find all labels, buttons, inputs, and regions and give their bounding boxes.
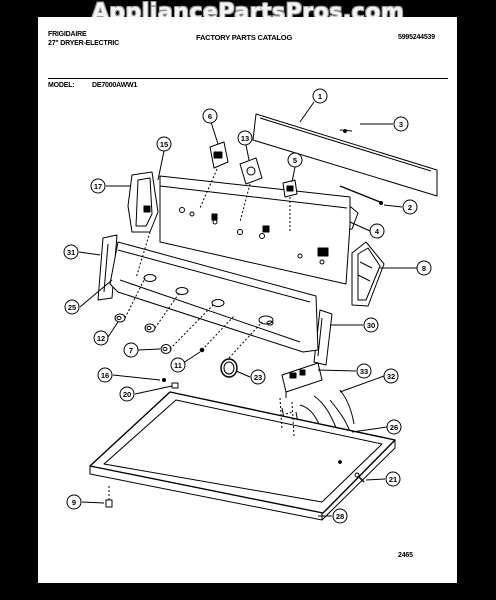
svg-text:31: 31 bbox=[67, 248, 75, 257]
svg-text:13: 13 bbox=[241, 134, 249, 143]
svg-text:15: 15 bbox=[160, 140, 168, 149]
knob-23 bbox=[220, 358, 238, 378]
callout-7: 7 bbox=[123, 342, 139, 358]
knob-12 bbox=[114, 313, 126, 323]
svg-text:8: 8 bbox=[422, 264, 426, 273]
cabinet-top-panel bbox=[89, 391, 396, 521]
right-end-cap bbox=[351, 241, 385, 307]
left-end-cap bbox=[127, 171, 159, 233]
callout-4: 4 bbox=[369, 223, 385, 239]
knob-7b bbox=[160, 344, 172, 354]
assembly-lines bbox=[124, 168, 295, 437]
svg-text:17: 17 bbox=[94, 182, 102, 191]
callout-8: 8 bbox=[416, 260, 432, 276]
brand-name: FRIGIDAIRE bbox=[48, 31, 87, 38]
svg-text:28: 28 bbox=[336, 512, 344, 521]
svg-text:11: 11 bbox=[174, 361, 182, 370]
knob-7a bbox=[144, 323, 156, 333]
callout-31: 31 bbox=[63, 244, 79, 260]
svg-text:23: 23 bbox=[254, 373, 262, 382]
control-board bbox=[281, 362, 323, 398]
top-cover-panel bbox=[252, 113, 438, 197]
callout-12: 12 bbox=[93, 330, 109, 346]
svg-text:26: 26 bbox=[390, 423, 398, 432]
catalog-title: FACTORY PARTS CATALOG bbox=[196, 33, 293, 42]
callout-20: 20 bbox=[119, 386, 135, 402]
callout-15: 15 bbox=[156, 136, 172, 152]
model-value: DE7000AWW1 bbox=[92, 82, 138, 89]
svg-text:3: 3 bbox=[399, 120, 403, 129]
callout-25: 25 bbox=[64, 299, 80, 315]
model-label: MODEL: bbox=[48, 82, 75, 89]
callout-26: 26 bbox=[386, 419, 402, 435]
svg-text:9: 9 bbox=[72, 498, 76, 507]
callout-1: 1 bbox=[312, 88, 328, 104]
svg-text:6: 6 bbox=[208, 112, 212, 121]
svg-text:30: 30 bbox=[367, 321, 375, 330]
signal-switch-5 bbox=[282, 179, 298, 198]
callout-33: 33 bbox=[356, 363, 372, 379]
svg-text:1: 1 bbox=[318, 92, 322, 101]
callout-17: 17 bbox=[90, 178, 106, 194]
callout-9: 9 bbox=[66, 494, 82, 510]
svg-text:32: 32 bbox=[387, 372, 395, 381]
front-console bbox=[109, 241, 319, 353]
screw-21 bbox=[354, 472, 365, 483]
svg-text:25: 25 bbox=[68, 303, 76, 312]
callout-23: 23 bbox=[250, 369, 266, 385]
callout-6: 6 bbox=[202, 108, 218, 124]
part-number: 5995244539 bbox=[398, 34, 435, 41]
diagram-code: 2465 bbox=[398, 552, 413, 559]
callout-13: 13 bbox=[237, 130, 253, 146]
svg-text:21: 21 bbox=[389, 475, 397, 484]
svg-text:33: 33 bbox=[360, 367, 368, 376]
svg-text:5: 5 bbox=[293, 156, 297, 165]
callout-21: 21 bbox=[385, 471, 401, 487]
clip-20 bbox=[171, 382, 179, 389]
callout-16: 16 bbox=[97, 367, 113, 383]
svg-text:12: 12 bbox=[97, 334, 105, 343]
selector-switch-13 bbox=[239, 157, 263, 185]
callout-32: 32 bbox=[383, 368, 399, 384]
svg-text:16: 16 bbox=[101, 371, 109, 380]
callout-30: 30 bbox=[363, 317, 379, 333]
svg-text:7: 7 bbox=[129, 346, 133, 355]
callout-bubbles: 1 3 2 4 8 30 33 32 26 21 6 13 5 15 17 31… bbox=[63, 88, 432, 524]
svg-text:2: 2 bbox=[408, 203, 412, 212]
callout-2: 2 bbox=[402, 199, 418, 215]
callout-3: 3 bbox=[393, 116, 409, 132]
svg-text:4: 4 bbox=[375, 227, 380, 236]
svg-text:20: 20 bbox=[123, 390, 131, 399]
leader-lines bbox=[78, 101, 417, 517]
callout-28: 28 bbox=[332, 508, 348, 524]
product-name: 27" DRYER-ELECTRIC bbox=[48, 40, 120, 47]
rod-part bbox=[339, 185, 383, 205]
header-divider bbox=[48, 78, 448, 79]
callout-5: 5 bbox=[287, 152, 303, 168]
leveling-foot-9 bbox=[105, 486, 113, 508]
control-panel-backplate bbox=[159, 175, 351, 285]
push-switch-6 bbox=[209, 141, 229, 169]
callout-11: 11 bbox=[170, 357, 186, 373]
screw-16 bbox=[162, 378, 166, 382]
